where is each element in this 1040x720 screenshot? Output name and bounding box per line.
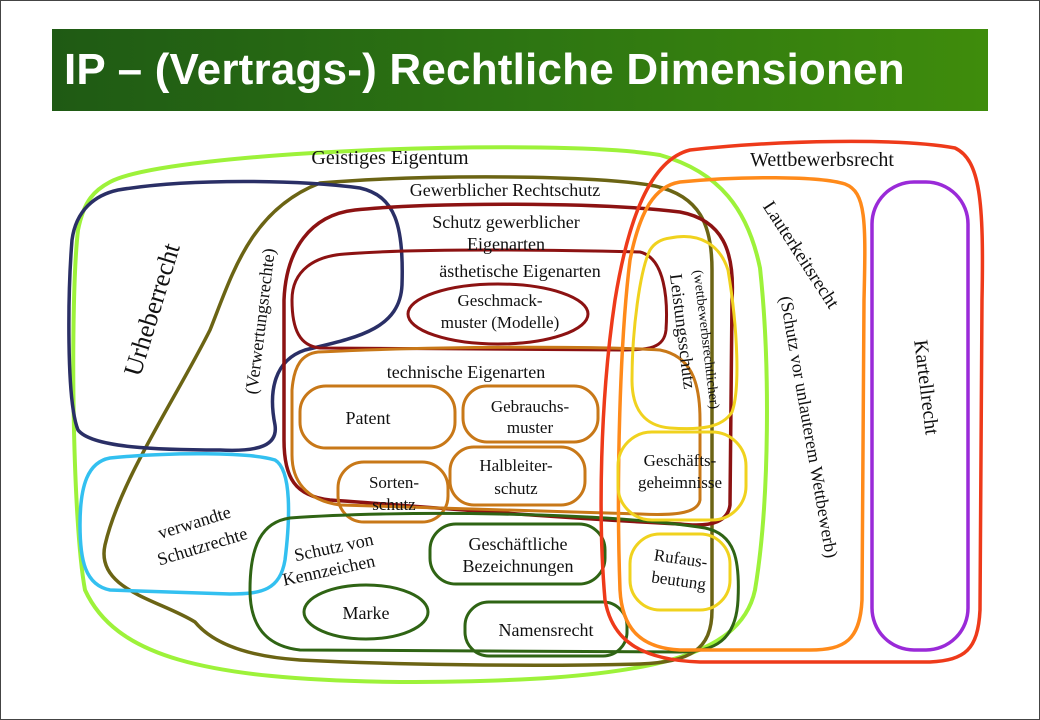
label-sorten-2: schutz xyxy=(372,495,416,514)
label-schutz-gewerblicher-1: Schutz gewerblicher xyxy=(432,212,579,232)
label-marke: Marke xyxy=(343,603,390,623)
label-patent: Patent xyxy=(346,408,391,428)
gebrauchsmuster-shape xyxy=(461,384,600,444)
verwandte-schutzrechte-region xyxy=(78,451,291,596)
wettbewerbsrecht-region xyxy=(599,139,985,664)
label-geschaefts-2: geheimnisse xyxy=(638,473,722,492)
label-sorten-1: Sorten- xyxy=(369,473,419,492)
schutz-von-kennzeichen-region xyxy=(248,511,740,654)
aesthetische-eigenarten-region xyxy=(290,248,668,352)
geistiges-eigentum-region xyxy=(71,145,769,684)
label-aesthetische-eigenarten: ästhetische Eigenarten xyxy=(439,261,600,281)
label-geschmack-1: Geschmack- xyxy=(458,291,543,310)
namensrecht-shape xyxy=(463,600,629,658)
sortenschutz-shape xyxy=(336,460,450,524)
label-kartellrecht: Kartellrecht xyxy=(909,339,943,437)
label-schutz-unlauter: (Schutz vor unlauterem Wettbewerb) xyxy=(775,294,842,559)
halbleiterschutz-shape xyxy=(448,445,587,507)
kartellrecht-region xyxy=(870,180,970,652)
marke-shape xyxy=(302,583,430,641)
label-geschmack-2: muster (Modelle) xyxy=(441,313,560,332)
label-geschaefts-1: Geschäfts- xyxy=(644,451,717,470)
leistungsschutz-region xyxy=(630,235,739,431)
label-gebrauchs-2: muster xyxy=(507,418,554,437)
label-schutz-gewerblicher-2: Eigenarten xyxy=(467,234,545,254)
geschaeftsgeheimnisse-shape xyxy=(616,430,748,522)
rufausbeutung-shape xyxy=(628,532,732,612)
label-geistiges-eigentum: Geistiges Eigentum xyxy=(311,147,469,169)
urheberrecht-region xyxy=(67,179,405,453)
label-halbleiter-1: Halbleiter- xyxy=(479,456,553,475)
gewerblicher-rechtschutz-region xyxy=(102,175,714,667)
label-namensrecht: Namensrecht xyxy=(499,620,594,640)
label-geschaeftliche-1: Geschäftliche xyxy=(469,534,568,554)
geschmackmuster-shape xyxy=(406,282,590,346)
label-gebrauchs-1: Gebrauchs- xyxy=(491,397,570,416)
label-rufaus-2: beutung xyxy=(650,567,707,594)
label-gewerblicher-rechtschutz: Gewerblicher Rechtschutz xyxy=(410,180,600,200)
label-urheberrecht: Urheberrecht xyxy=(118,239,186,379)
label-wettbewerbsrecht: Wettbewerbsrecht xyxy=(750,149,894,171)
title-bar: IP – (Vertrags-) Rechtliche Dimensionen xyxy=(52,29,988,111)
label-technische-eigenarten: technische Eigenarten xyxy=(387,362,545,382)
technische-eigenarten-region xyxy=(290,345,702,516)
slide-title: IP – (Vertrags-) Rechtliche Dimensionen xyxy=(64,45,905,94)
label-geschaeftliche-2: Bezeichnungen xyxy=(463,556,574,576)
label-halbleiter-2: schutz xyxy=(494,479,538,498)
label-lauterkeitsrecht: Lauterkeitsrecht xyxy=(758,198,843,314)
lauterkeitsrecht-region xyxy=(616,175,867,652)
geschaeftliche-bezeichnungen-shape xyxy=(428,522,607,586)
label-verwertungsrechte: (Verwertungsrechte) xyxy=(241,247,280,395)
patent-shape xyxy=(298,384,457,450)
